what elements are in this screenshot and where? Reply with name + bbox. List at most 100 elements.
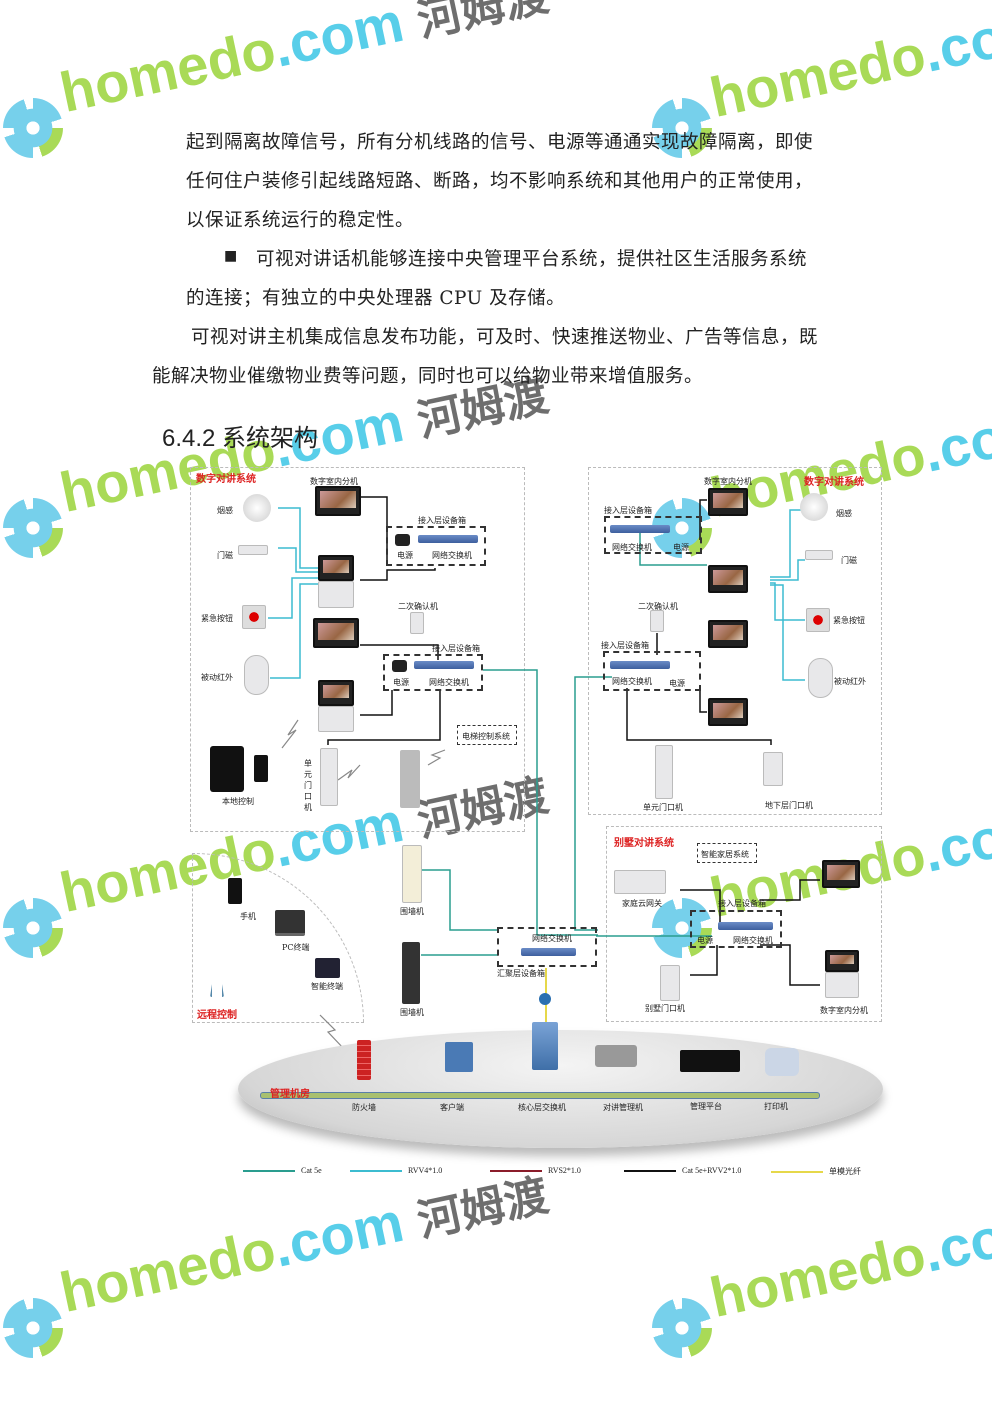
left-system-frame (190, 467, 525, 832)
legend-label: RVS2*1.0 (548, 1166, 581, 1175)
label: 网络交换机 (733, 936, 773, 945)
body-line: 起到隔离故障信号，所有分机线路的信号、电源等通通实现故障隔离，即使 (186, 132, 814, 153)
emergency-button-icon (242, 605, 266, 629)
legend-swatch (624, 1169, 676, 1172)
indoor-unit-icon (825, 950, 859, 972)
section-heading: 6.4.2 系统架构 (162, 425, 319, 452)
network-switch-icon (610, 661, 670, 669)
power-supply-icon (392, 660, 407, 672)
label: 家庭云网关 (622, 899, 662, 908)
label: 紧急按钮 (833, 616, 865, 625)
label: 接入层设备箱 (418, 516, 466, 525)
watermark-flower-icon (652, 898, 712, 958)
label: 门磁 (841, 556, 857, 565)
label: 数字室内分机 (820, 1006, 868, 1015)
watermark-flower-icon (3, 98, 63, 158)
label: 汇聚层设备箱 (497, 969, 545, 978)
label: 数字室内分机 (310, 477, 358, 486)
legend-label: Cat 5e (301, 1166, 322, 1175)
door-station-icon (763, 752, 783, 786)
network-switch-icon (418, 535, 478, 543)
watermark-flower-icon (3, 1298, 63, 1358)
network-switch-icon (414, 661, 474, 669)
label: 智能家居系统 (701, 850, 749, 859)
wall-unit-icon (402, 942, 420, 1004)
label: 紧急按钮 (201, 614, 233, 623)
right-system-frame (588, 467, 882, 815)
legend-item: Cat 5e (243, 1166, 322, 1175)
smoke-detector-icon (800, 493, 828, 521)
label: 电源 (697, 936, 713, 945)
label: 接入层设备箱 (604, 506, 652, 515)
elevator-box (457, 725, 517, 745)
door-station-icon (660, 965, 680, 1001)
legend-item: Cat 5e+RVV2*1.0 (624, 1166, 741, 1175)
label: 网络交换机 (432, 551, 472, 560)
villa-system-frame (606, 826, 882, 1022)
label: 电源 (673, 543, 689, 552)
emergency-button-icon (806, 608, 830, 632)
label: 网络交换机 (532, 934, 572, 943)
indoor-monitor-icon (708, 620, 748, 648)
label: 电源 (397, 551, 413, 560)
label: 别墅门口机 (645, 1004, 685, 1013)
label: 围墙机 (400, 907, 424, 916)
network-switch-icon (521, 948, 576, 956)
body-line: 可视对讲话机能够连接中央管理平台系统，提供社区生活服务系统 (256, 249, 808, 270)
legend-item: 单模光纤 (771, 1166, 861, 1177)
indoor-monitor-icon (822, 860, 860, 888)
access-box (383, 654, 483, 691)
body-line: 以保证系统运行的稳定性。 (186, 210, 415, 231)
label: 智能终端 (311, 982, 343, 991)
indoor-unit-panel (825, 972, 859, 998)
legend-label: 单模光纤 (829, 1167, 861, 1176)
body-line: 能解决物业催缴物业费等问题，同时也可以给物业带来增值服务。 (152, 366, 704, 387)
watermark-flower-icon (652, 98, 712, 158)
legend-label: RVV4*1.0 (408, 1166, 443, 1175)
left-system-title: 数字对讲系统 (196, 474, 256, 485)
label: 打印机 (764, 1102, 788, 1111)
label: 本地控制 (222, 797, 254, 806)
fiber-converter-icon (539, 993, 551, 1005)
label: 管理平台 (690, 1102, 722, 1111)
smart-terminal-icon (315, 958, 340, 978)
right-system-title: 数字对讲系统 (804, 477, 864, 488)
villa-system-title: 别墅对讲系统 (614, 838, 674, 849)
legend-item: RVV4*1.0 (350, 1166, 442, 1175)
tablet-icon (210, 746, 244, 792)
body-line: 可视对讲主机集成信息发布功能，可及时、快速推送物业、广告等信息，既 (191, 327, 819, 348)
aggregation-box (497, 927, 597, 967)
label: 防火墙 (352, 1103, 376, 1112)
confirm-unit-icon (410, 612, 424, 634)
bullet-marker: ■ (224, 248, 238, 264)
network-switch-icon (610, 525, 670, 533)
label: 单元门口机 (643, 803, 683, 812)
label: 对讲管理机 (603, 1103, 643, 1112)
label: 电梯控制系统 (462, 732, 510, 741)
label: 核心层交换机 (518, 1103, 566, 1112)
access-box (386, 526, 486, 566)
legend-swatch (490, 1169, 542, 1172)
body-line: 的连接；有独立的中央处理器 CPU 及存储。 (186, 288, 566, 309)
label: 接入层设备箱 (601, 641, 649, 650)
smoke-detector-icon (243, 494, 271, 522)
watermark-flower-icon (3, 898, 63, 958)
firewall-icon (357, 1040, 371, 1080)
client-computer-icon (445, 1042, 473, 1072)
door-station-icon (655, 745, 673, 799)
label: 烟感 (836, 509, 852, 518)
gateway-icon (614, 870, 666, 894)
legend-swatch (243, 1169, 295, 1172)
power-supply-icon (395, 534, 410, 546)
platform-server-icon (680, 1050, 740, 1072)
label: 数字室内分机 (704, 477, 752, 486)
printer-icon (765, 1048, 799, 1076)
legend-swatch (771, 1170, 823, 1173)
phone-icon (254, 755, 268, 782)
label: 客户端 (440, 1103, 464, 1112)
label: 地下层门口机 (765, 801, 813, 810)
infrared-sensor-icon (808, 658, 833, 698)
label: 手机 (240, 912, 256, 921)
body-line: 任何住户装修引起线路短路、断路，均不影响系统和其他用户的正常使用， (186, 171, 814, 192)
